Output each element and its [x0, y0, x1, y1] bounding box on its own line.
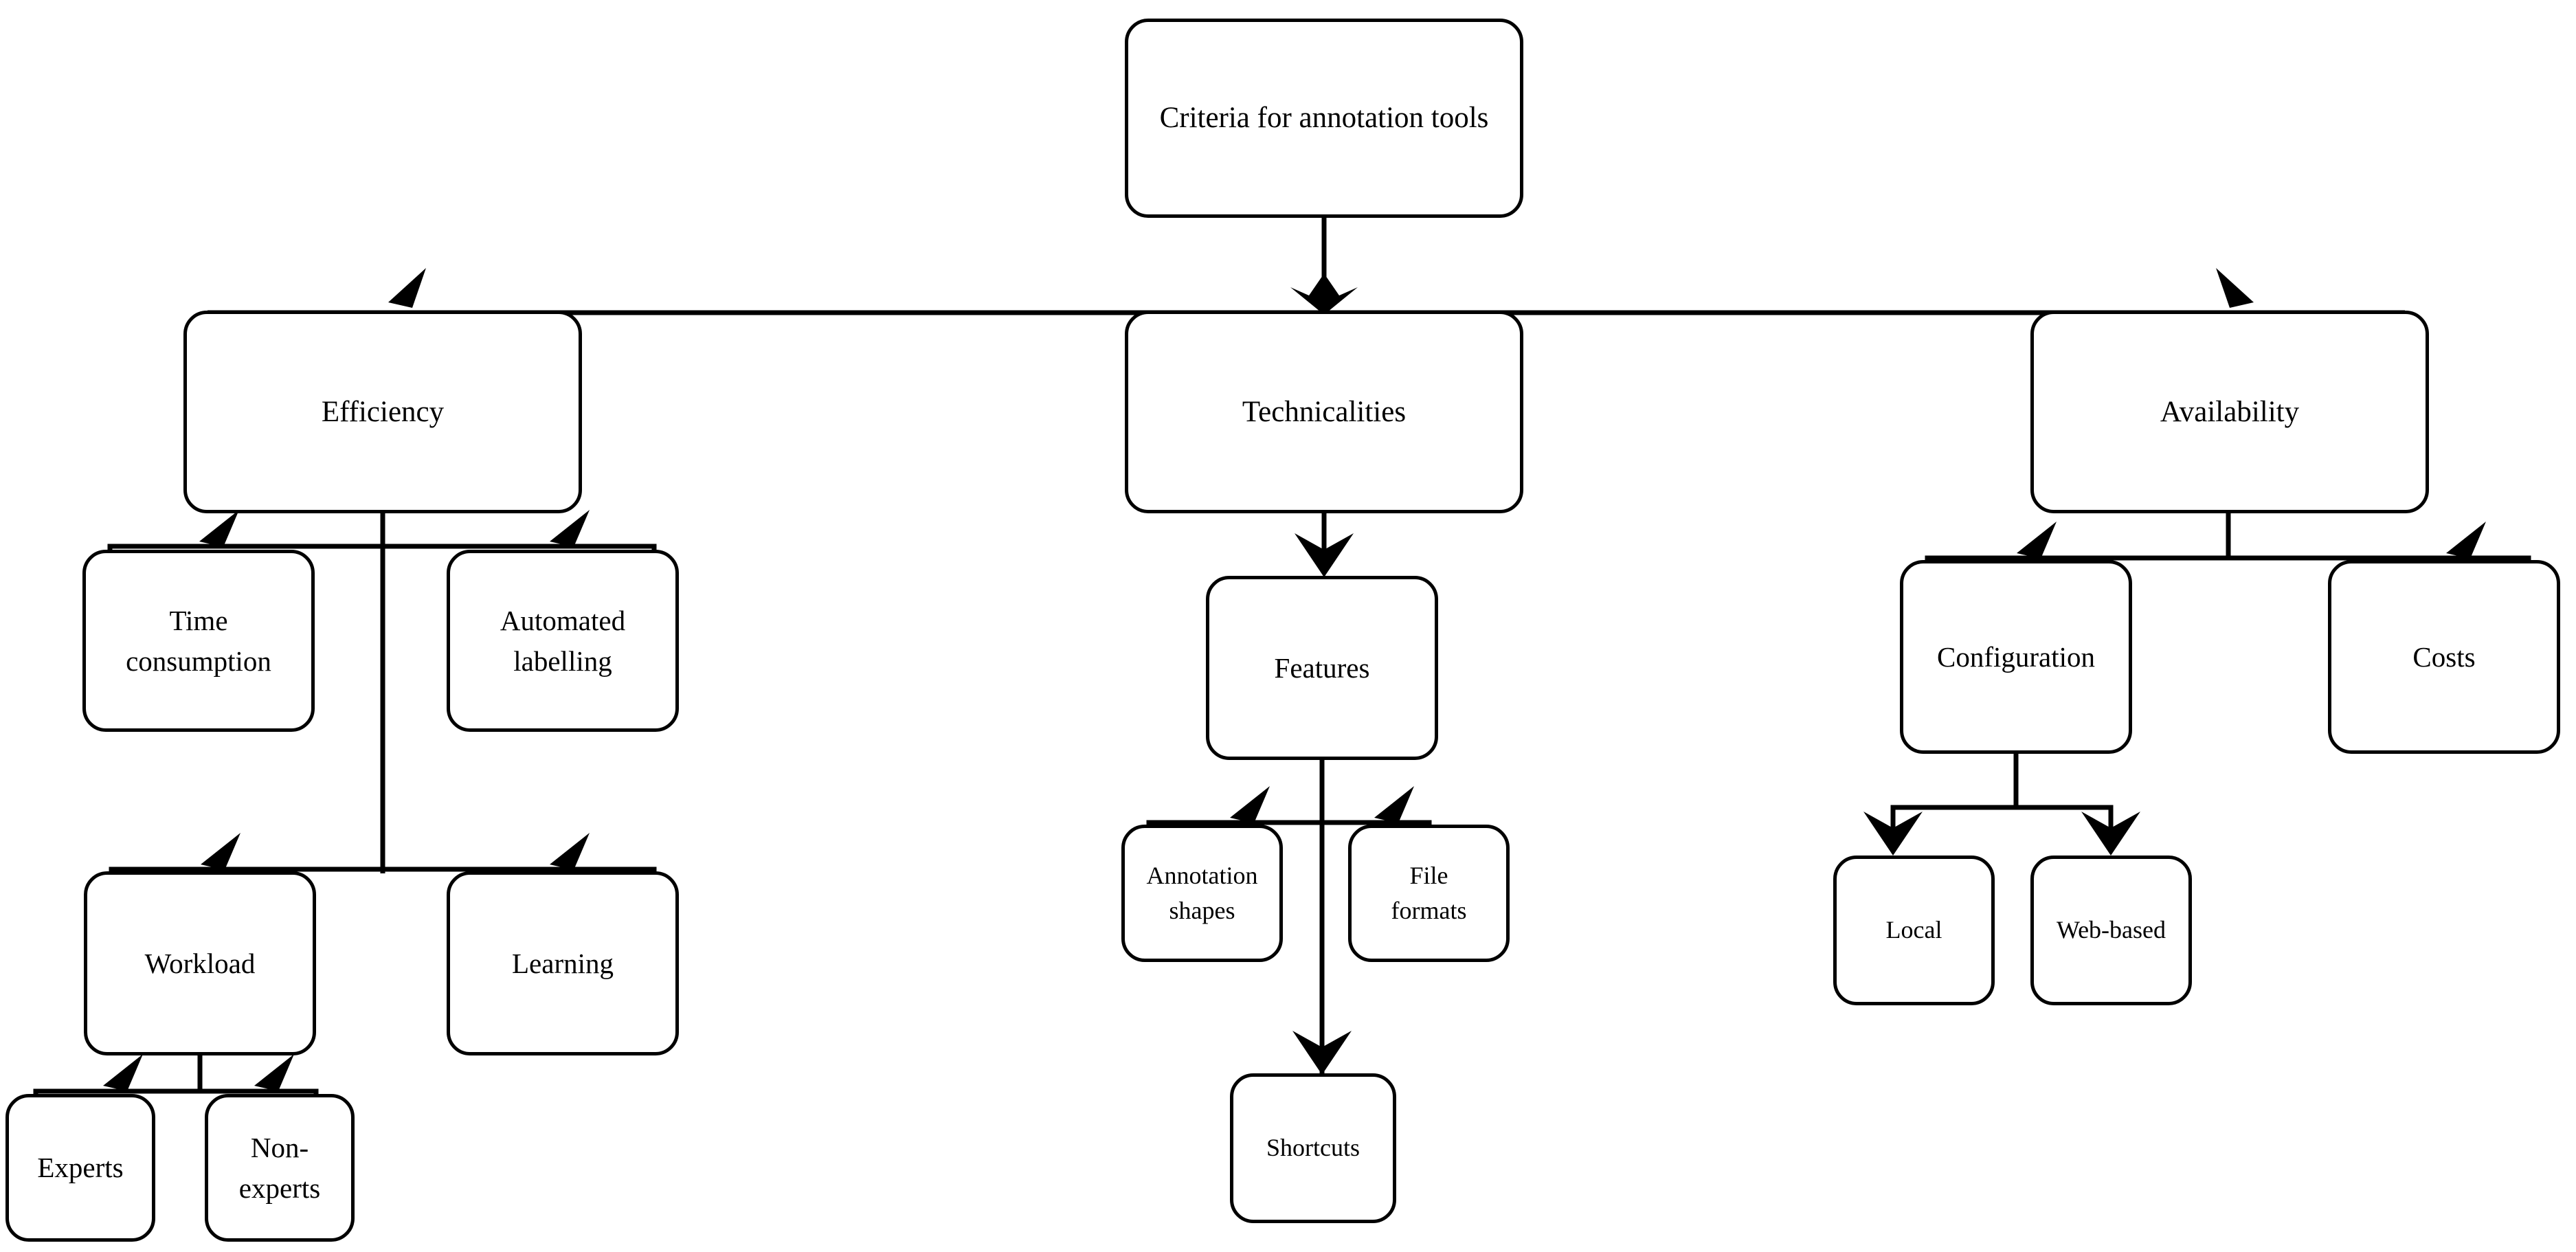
arrowhead-efficiency: [388, 268, 426, 308]
node-label-efficiency: Efficiency: [321, 395, 445, 428]
arrowhead-shapes: [1230, 786, 1270, 823]
node-webbased[interactable]: Web-based: [2030, 856, 2192, 1005]
node-local[interactable]: Local: [1833, 856, 1995, 1005]
node-label-time: Time consumption: [126, 605, 271, 677]
node-workload[interactable]: Workload: [84, 871, 316, 1055]
arrowhead-root-to-bus: [1290, 273, 1358, 315]
node-costs[interactable]: Costs: [2328, 560, 2560, 754]
arrowhead-config: [2017, 522, 2057, 559]
node-label-experts: Experts: [37, 1152, 124, 1184]
node-nonexperts[interactable]: Non- experts: [205, 1094, 355, 1242]
node-label-workload: Workload: [144, 947, 256, 979]
node-time[interactable]: Time consumption: [82, 550, 315, 732]
node-label-learning: Learning: [512, 947, 614, 979]
arrowhead-learning: [550, 833, 590, 870]
node-shapes[interactable]: Annotation shapes: [1121, 825, 1283, 962]
arrowhead-webbased: [2081, 812, 2140, 856]
node-label-availability: Availability: [2160, 395, 2300, 428]
arrowhead-workload: [201, 833, 240, 870]
node-label-local: Local: [1885, 916, 1942, 944]
arrowhead-experts: [103, 1054, 143, 1091]
node-experts[interactable]: Experts: [5, 1094, 155, 1242]
node-technical[interactable]: Technicalities: [1125, 311, 1523, 513]
arrowhead-formats: [1374, 786, 1414, 823]
node-label-config: Configuration: [1936, 640, 2096, 673]
arrowhead-availability: [2216, 268, 2254, 308]
node-shortcuts[interactable]: Shortcuts: [1230, 1073, 1396, 1223]
node-label-shortcuts: Shortcuts: [1266, 1134, 1360, 1162]
arrowhead-nonexperts: [254, 1054, 294, 1091]
node-root[interactable]: Criteria for annotation tools: [1125, 19, 1523, 218]
node-autolabel[interactable]: Automated labelling: [447, 550, 679, 732]
node-label-nonexperts: Non- experts: [238, 1132, 321, 1204]
arrowhead-features: [1295, 533, 1354, 577]
node-availability[interactable]: Availability: [2030, 311, 2429, 513]
node-label-webbased: Web-based: [2056, 916, 2166, 944]
node-label-technical: Technicalities: [1242, 395, 1407, 428]
node-label-autolabel: Automated labelling: [500, 605, 626, 677]
arrowhead-costs: [2446, 522, 2486, 559]
node-label-costs: Costs: [2412, 640, 2476, 673]
edge-config-to-local: [1890, 805, 2016, 851]
node-efficiency[interactable]: Efficiency: [183, 311, 582, 513]
node-label-root: Criteria for annotation tools: [1159, 102, 1489, 135]
arrowhead-autolabel: [550, 510, 590, 547]
node-label-formats: File formats: [1391, 861, 1467, 924]
node-label-features: Features: [1274, 651, 1370, 684]
node-formats[interactable]: File formats: [1348, 825, 1510, 962]
arrowhead-shortcuts: [1292, 1031, 1352, 1075]
node-label-shapes: Annotation shapes: [1146, 861, 1258, 924]
node-learning[interactable]: Learning: [447, 871, 679, 1055]
arrowhead-local: [1863, 812, 1923, 856]
arrowhead-time: [199, 510, 239, 547]
node-features[interactable]: Features: [1206, 576, 1438, 760]
node-config[interactable]: Configuration: [1900, 560, 2132, 754]
